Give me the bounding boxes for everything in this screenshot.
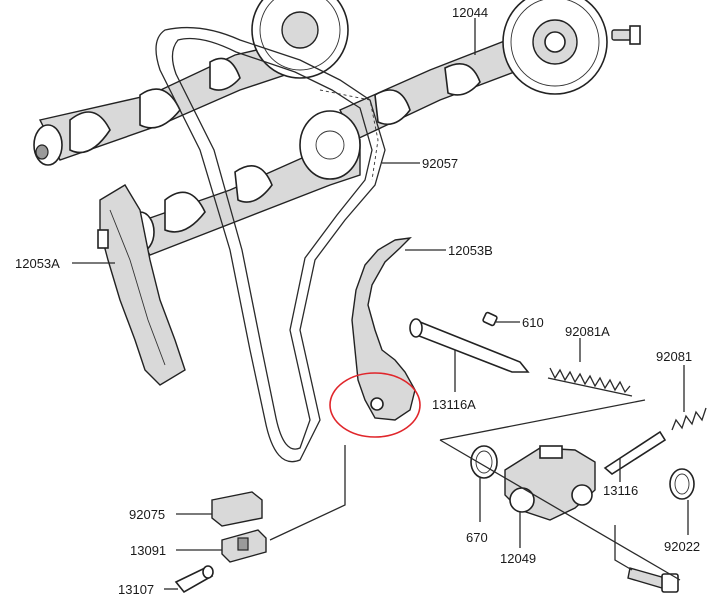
rod-13116 [603, 430, 667, 475]
label-92081: 92081 [656, 349, 692, 364]
label-92022: 92022 [664, 539, 700, 554]
part-13107 [174, 565, 214, 594]
label-12053B: 12053B [448, 243, 493, 258]
label-12044: 12044 [452, 5, 488, 20]
tensioner-body-12049 [504, 445, 596, 521]
o-ring-670 [470, 445, 498, 479]
o-ring-92022 [669, 468, 695, 500]
upper-left-sprocket [251, 0, 349, 79]
lower-camshaft [125, 110, 361, 256]
label-92057: 92057 [422, 156, 458, 171]
label-13116A: 13116A [432, 397, 476, 412]
spring-92081A [547, 367, 633, 397]
chain-guide-12053A [97, 184, 186, 386]
part-92075 [211, 491, 263, 527]
label-12049: 12049 [500, 551, 536, 566]
spring-92081 [671, 407, 707, 431]
label-92075: 92075 [129, 507, 165, 522]
highlight-circle [329, 372, 421, 438]
sprocket-bolt [611, 25, 641, 45]
label-13091: 13091 [130, 543, 166, 558]
label-13116: 13116 [603, 483, 638, 498]
assembly-lines [269, 399, 681, 581]
mounting-bolt [627, 567, 679, 593]
part-13091 [221, 529, 267, 563]
label-610: 610 [522, 315, 544, 330]
camshaft-12044 [339, 0, 608, 141]
cam-chain-92057 [155, 26, 386, 463]
pivot-rod-13116A [409, 318, 530, 373]
label-92081A: 92081A [565, 324, 610, 339]
label-670: 670 [466, 530, 488, 545]
label-13107: 13107 [118, 582, 154, 597]
leader-lines [72, 18, 689, 590]
label-12053A: 12053A [15, 256, 60, 271]
part-610 [482, 311, 498, 327]
tensioner-arm-12053B [351, 237, 416, 421]
part-labels: 12044 92057 12053A 12053B 610 92081A 920… [15, 5, 700, 597]
